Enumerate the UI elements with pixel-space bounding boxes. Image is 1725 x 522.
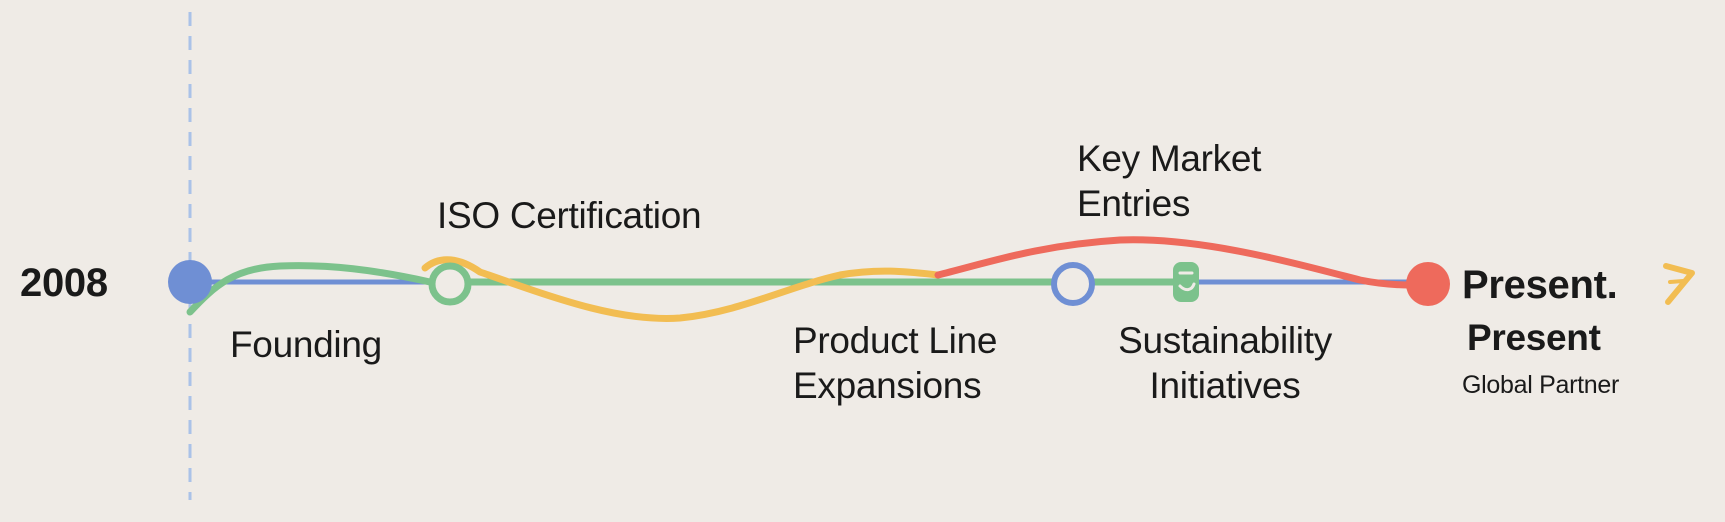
end-sublabel: Global Partner xyxy=(1462,371,1619,399)
product-line-label-line1: Product Line xyxy=(793,320,998,361)
yellow-track xyxy=(421,256,942,322)
start-year-label: 2008 xyxy=(20,261,108,305)
key-market-label: Key Market Entries xyxy=(1077,136,1261,226)
end-node xyxy=(1406,262,1450,306)
key-market-label-line2: Entries xyxy=(1077,183,1191,224)
product-line-label-line2: Expansions xyxy=(793,365,982,406)
market-node xyxy=(1051,262,1095,306)
recycle-icon xyxy=(1173,262,1199,302)
iso-node xyxy=(428,262,472,306)
end-title: Present. xyxy=(1462,263,1618,307)
sustainability-label-line2: Initiatives xyxy=(1149,365,1301,406)
iso-label: ISO Certification xyxy=(437,195,702,236)
sustainability-label: Sustainability Initiatives xyxy=(1085,318,1365,408)
red-track xyxy=(934,236,1432,289)
sustainability-label-line1: Sustainability xyxy=(1118,320,1332,361)
green-track xyxy=(186,262,1184,316)
end-label: Present xyxy=(1467,317,1601,358)
product-line-label: Product Line Expansions xyxy=(793,318,997,408)
chevron-right-icon xyxy=(1663,263,1695,305)
founding-label: Founding xyxy=(230,324,382,365)
key-market-label-line1: Key Market xyxy=(1077,138,1262,179)
start-node xyxy=(168,260,212,304)
